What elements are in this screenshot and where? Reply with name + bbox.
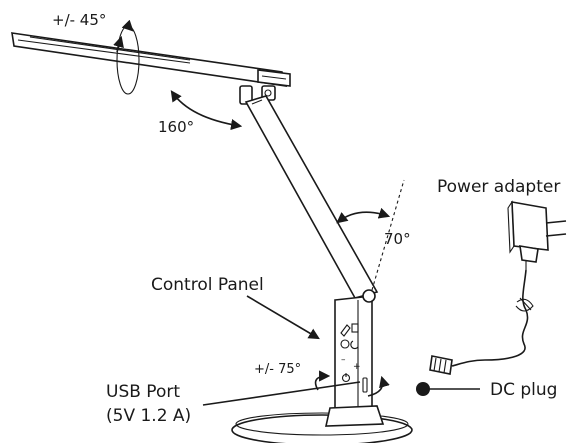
- lamp-head: [11, 32, 291, 87]
- label-160: 160°: [158, 118, 194, 136]
- label-usb-port: USB Port: [106, 382, 180, 402]
- label-power-adapter: Power adapter: [437, 177, 560, 197]
- angle-160-indicator: [170, 90, 243, 131]
- callouts: [202, 295, 480, 406]
- dc-plug: [429, 355, 486, 375]
- lamp-base: [231, 405, 413, 443]
- label-rotate-head: +/- 45°: [52, 11, 106, 29]
- label-70: 70°: [384, 230, 411, 248]
- label-control-panel: Control Panel: [151, 275, 264, 295]
- control-panel-icons: – +: [340, 323, 368, 393]
- panel-minus: –: [341, 355, 346, 365]
- label-base-rotation: +/- 75°: [254, 362, 301, 377]
- arm-tilt-indicator: [336, 179, 405, 291]
- label-usb-spec: (5V 1.2 A): [106, 406, 191, 426]
- head-rotation-indicator: [113, 19, 140, 95]
- power-cable: [484, 269, 534, 361]
- label-dc-plug: DC plug: [490, 380, 557, 400]
- panel-plus: +: [353, 362, 361, 372]
- power-adapter: [507, 200, 567, 270]
- lamp-arm: [244, 95, 379, 299]
